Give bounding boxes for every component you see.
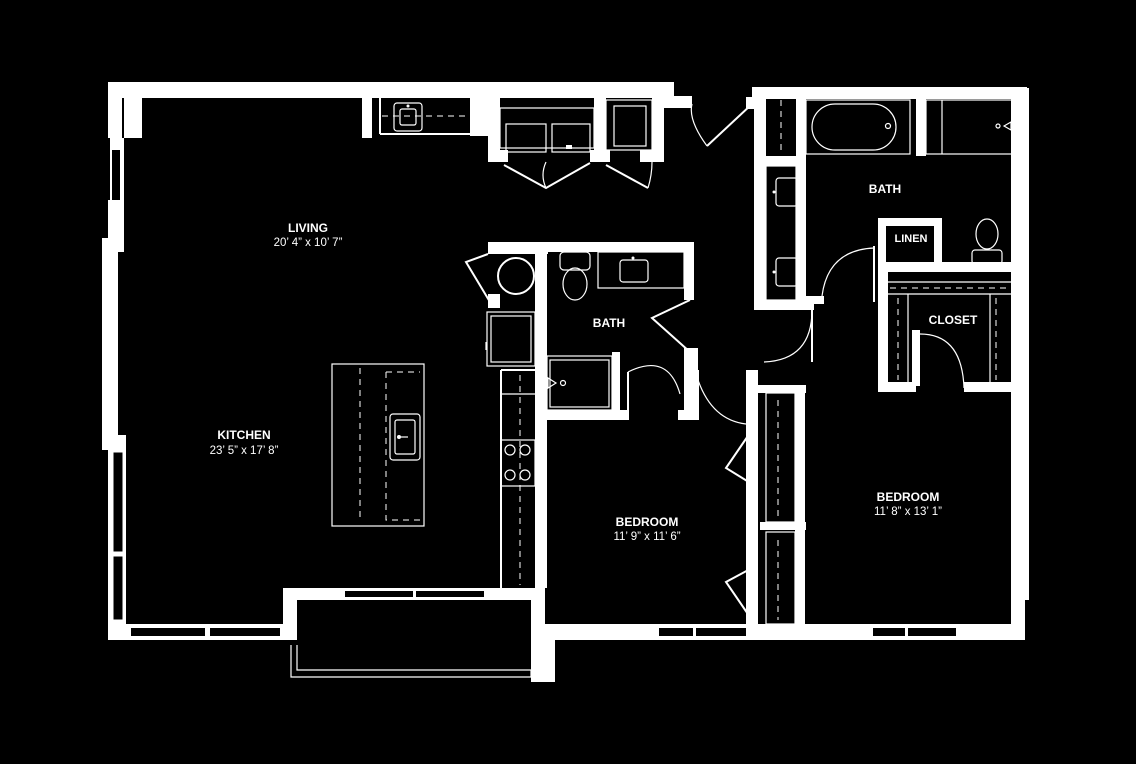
bedroom1-label: BEDROOM bbox=[616, 515, 679, 529]
kitchen-island bbox=[331, 363, 425, 527]
hall-bath bbox=[546, 242, 698, 420]
living-dimensions: 20’ 4” x 10’ 7” bbox=[274, 237, 343, 249]
closet-label: CLOSET bbox=[929, 313, 978, 327]
balcony-outline bbox=[290, 645, 532, 678]
master-bath bbox=[754, 96, 1018, 310]
bedroom2-dimensions: 11’ 8” x 13’ 1” bbox=[874, 506, 942, 518]
master-closet bbox=[878, 266, 1018, 392]
master-bath-label: BATH bbox=[869, 182, 901, 196]
laundry-closet bbox=[488, 96, 664, 190]
bedroom2-label: BEDROOM bbox=[877, 490, 940, 504]
living-label: LIVING bbox=[288, 221, 328, 235]
laundry-sink-counter bbox=[362, 96, 490, 138]
windows bbox=[112, 150, 956, 636]
bedroom1-door-closet bbox=[697, 300, 814, 630]
entry-door bbox=[690, 97, 762, 147]
linen-label: LINEN bbox=[895, 233, 928, 245]
kitchen-label: KITCHEN bbox=[217, 428, 270, 442]
kitchen-dimensions: 23’ 5” x 17’ 8” bbox=[210, 445, 279, 457]
master-bedroom-door bbox=[763, 309, 813, 363]
hall-bath-label: BATH bbox=[593, 316, 625, 330]
kitchen-counter bbox=[464, 242, 548, 588]
bedroom1-dimensions: 11’ 9” x 11’ 6” bbox=[613, 531, 680, 543]
